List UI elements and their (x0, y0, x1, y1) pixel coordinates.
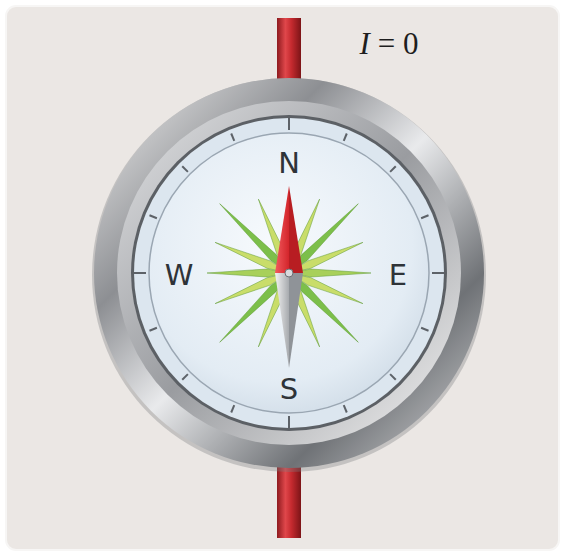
tick-mark (149, 328, 156, 331)
tick-mark (421, 215, 428, 218)
tick-mark (231, 405, 234, 412)
compass-inner-bezel (117, 101, 461, 445)
tick-mark (288, 416, 290, 428)
direction-letter: N (278, 148, 300, 180)
tick-mark (134, 272, 146, 274)
compass-tick-ring (134, 118, 444, 428)
compass-bezel (94, 78, 484, 468)
compass-shadow (92, 78, 486, 472)
tick-mark (421, 328, 428, 331)
tick-mark (344, 133, 347, 140)
tick-mark (390, 166, 396, 172)
background-panel (6, 6, 559, 550)
direction-letter: W (165, 260, 194, 292)
needle-south-left (275, 273, 289, 368)
direction-letter: E (389, 260, 407, 292)
current-label: I = 0 (360, 27, 419, 61)
needle-pivot (285, 269, 293, 277)
tick-mark (390, 374, 396, 380)
compass-face (149, 133, 429, 413)
tick-mark (344, 405, 347, 412)
needle-north-left (275, 186, 289, 273)
tick-mark (231, 133, 234, 140)
compass-needle (275, 186, 303, 368)
tick-mark (182, 374, 188, 380)
tick-marks (134, 118, 444, 428)
tick-mark (149, 215, 156, 218)
compass-rim (131, 115, 447, 431)
tick-mark (182, 166, 188, 172)
needle-south-right (289, 273, 303, 368)
tick-mark (432, 272, 444, 274)
direction-letter: S (280, 374, 298, 406)
tick-mark (288, 118, 290, 130)
needle-north-right (289, 186, 303, 273)
